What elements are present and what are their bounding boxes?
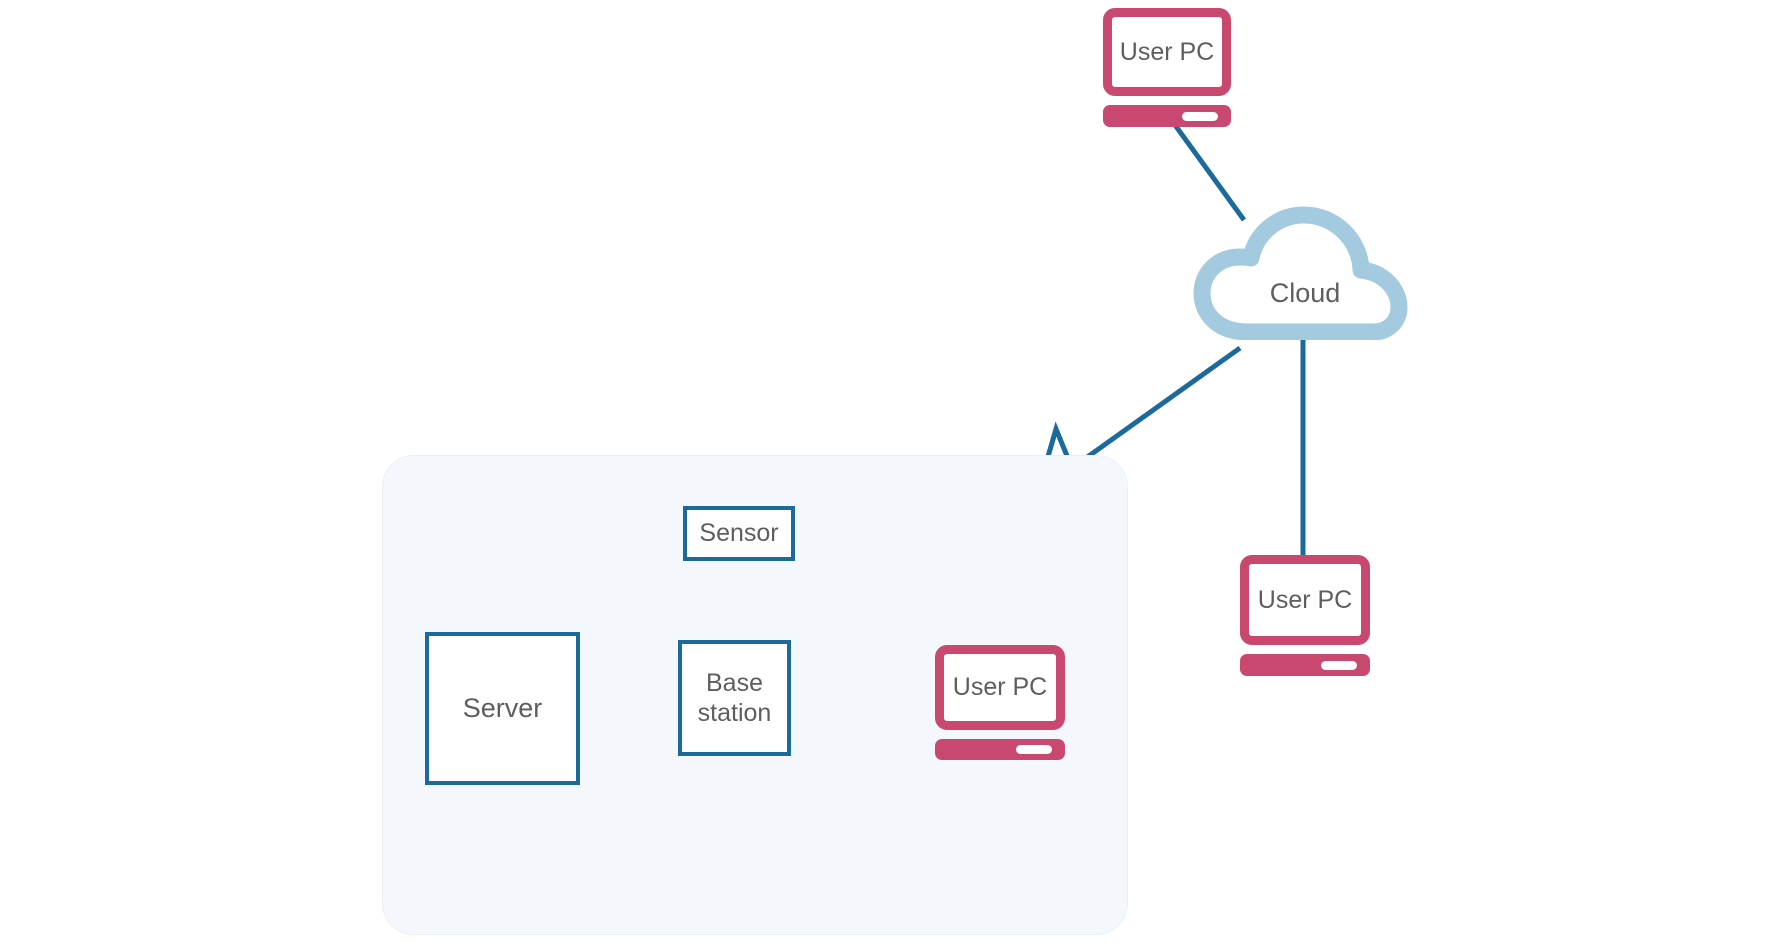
user-pc-screen: User PC	[1103, 8, 1231, 96]
node-user-pc-right[interactable]: User PC	[1240, 555, 1370, 676]
node-server-label: Server	[462, 693, 543, 724]
node-user-pc-top-label: User PC	[1119, 37, 1215, 66]
node-user-pc-network-label: User PC	[952, 673, 1048, 701]
cloud-icon	[1193, 206, 1408, 341]
node-cloud[interactable]: Cloud	[1190, 200, 1420, 341]
node-cloud-label: Cloud	[1269, 278, 1341, 308]
user-pc-slot-icon	[1182, 112, 1218, 121]
user-pc-base	[1103, 105, 1231, 127]
node-user-pc-top[interactable]: User PC	[1103, 8, 1231, 127]
user-pc-screen: User PC	[935, 645, 1065, 730]
node-sensor-label: Sensor	[699, 519, 779, 548]
node-sensor[interactable]: Sensor	[683, 506, 795, 561]
node-server[interactable]: Server	[425, 632, 580, 785]
node-base-station[interactable]: Base station	[678, 640, 791, 756]
user-pc-base	[1240, 654, 1370, 676]
node-user-pc-network[interactable]: User PC	[935, 645, 1065, 760]
user-pc-slot-icon	[1321, 661, 1357, 670]
node-user-pc-right-label: User PC	[1257, 585, 1353, 614]
user-pc-screen: User PC	[1240, 555, 1370, 645]
node-base-station-label: Base station	[697, 668, 772, 728]
user-pc-slot-icon	[1016, 745, 1052, 754]
